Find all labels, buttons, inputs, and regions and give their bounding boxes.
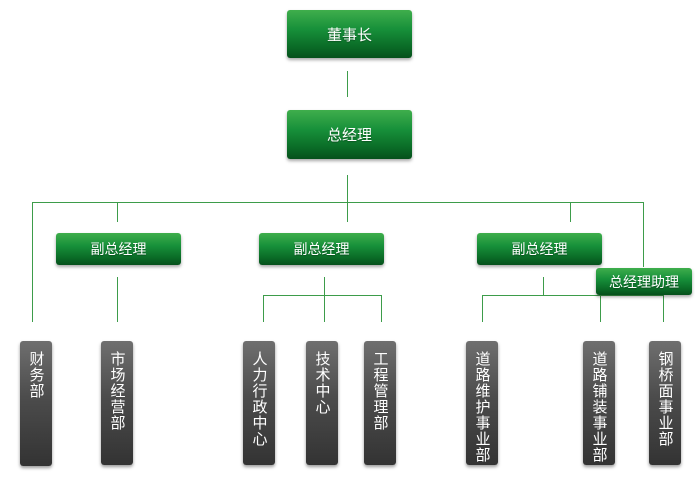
dept-road-maintenance: 道路维护事业部 xyxy=(466,341,498,465)
dept-marketing: 市场经营部 xyxy=(101,341,133,465)
dept-engineering-mgmt: 工程管理部 xyxy=(364,341,396,465)
dept-steel-bridge-deck: 钢桥面事业部 xyxy=(649,341,681,465)
gm-assistant-box: 总经理助理 xyxy=(596,268,692,295)
dept-road-paving-label: 道路铺装事业部 xyxy=(590,351,609,463)
dept-steel-bridge-deck-label: 钢桥面事业部 xyxy=(656,351,675,447)
dept-marketing-label: 市场经营部 xyxy=(108,351,127,431)
dept-tech-center-label: 技术中心 xyxy=(313,351,332,415)
deputy-gm-box-2: 副总经理 xyxy=(259,233,384,265)
dept-road-maintenance-label: 道路维护事业部 xyxy=(473,351,492,463)
dept-finance-label: 财务部 xyxy=(27,351,46,399)
general-manager-box: 总经理 xyxy=(287,110,412,159)
dept-hr-admin-label: 人力行政中心 xyxy=(250,351,269,447)
dept-hr-admin: 人力行政中心 xyxy=(243,341,275,465)
deputy-gm-box-3: 副总经理 xyxy=(477,233,602,265)
dept-road-paving: 道路铺装事业部 xyxy=(583,341,615,465)
deputy-gm-box-1: 副总经理 xyxy=(56,233,181,265)
dept-engineering-mgmt-label: 工程管理部 xyxy=(371,351,390,431)
chairman-box: 董事长 xyxy=(287,10,412,58)
dept-tech-center: 技术中心 xyxy=(306,341,338,465)
dept-finance: 财务部 xyxy=(20,341,52,466)
